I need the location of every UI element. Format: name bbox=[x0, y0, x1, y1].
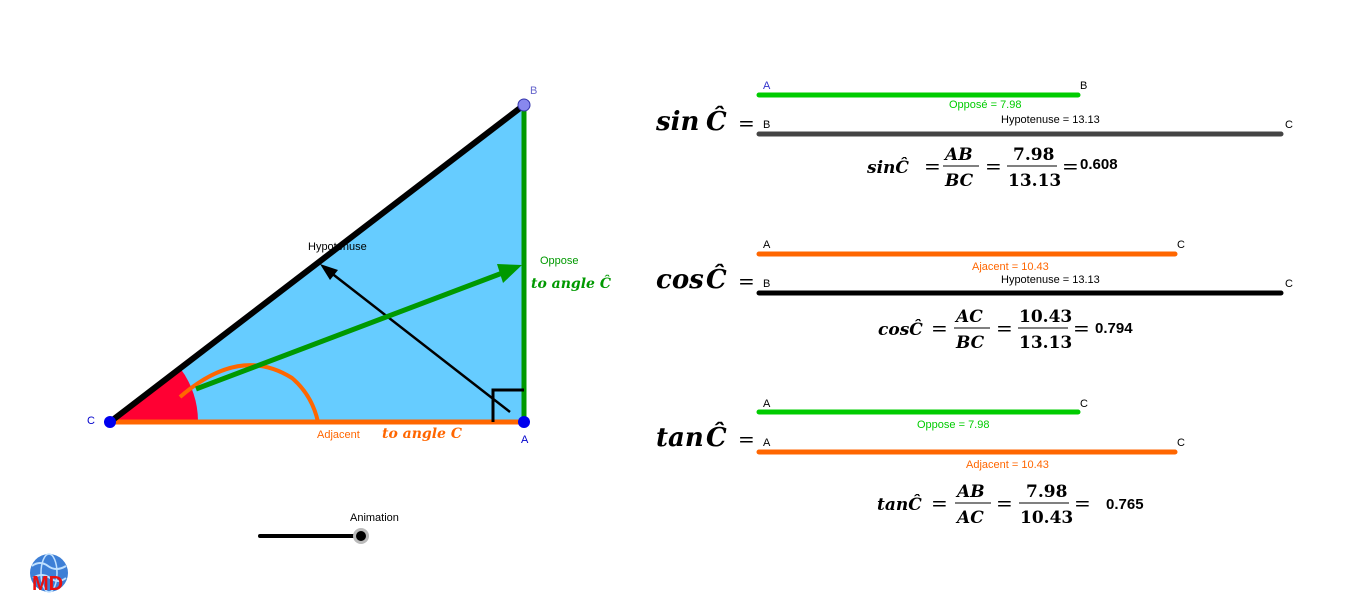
cos-heading-eq: = bbox=[738, 269, 755, 293]
cos-seg2-end: C bbox=[1285, 278, 1293, 290]
cos-seg2-start: B bbox=[763, 278, 770, 290]
tan-heading-eq: = bbox=[738, 427, 755, 451]
point-c[interactable] bbox=[104, 416, 116, 428]
sin-formula-den: BC bbox=[944, 171, 974, 191]
md-logo-icon: MD bbox=[30, 553, 68, 595]
cos-seg1-end: C bbox=[1177, 239, 1185, 251]
sin-seg1-label: Opposé = 7.98 bbox=[949, 99, 1021, 111]
right-angle-marker bbox=[491, 388, 524, 422]
tan-formula-eq1: = bbox=[931, 491, 948, 515]
tan-formula-den: AC bbox=[955, 508, 984, 528]
sin-result: 0.608 bbox=[1080, 156, 1118, 173]
cos-formula-num: AC bbox=[954, 307, 983, 327]
sin-formula-vnum: 7.98 bbox=[1013, 145, 1054, 165]
cos-formula-eq3: = bbox=[1073, 316, 1090, 340]
sin-formula-eq2: = bbox=[985, 154, 1002, 178]
animation-slider-handle[interactable] bbox=[356, 531, 366, 541]
cos-formula-den: BC bbox=[955, 333, 985, 353]
point-a[interactable] bbox=[518, 416, 530, 428]
sin-formula-vden: 13.13 bbox=[1008, 171, 1061, 191]
tan-seg1-start: A bbox=[763, 398, 771, 410]
sin-seg2-label: Hypotenuse = 13.13 bbox=[1001, 114, 1100, 126]
sin-formula-num: AB bbox=[943, 145, 973, 165]
hypotenuse-arrowhead bbox=[320, 264, 338, 280]
tan-formula-vden: 10.43 bbox=[1020, 508, 1073, 528]
sin-formula-fn: sinĈ bbox=[866, 157, 909, 178]
animation-label: Animation bbox=[350, 512, 399, 524]
sin-heading-eq: = bbox=[738, 111, 755, 135]
cos-heading-var: Ĉ bbox=[706, 263, 727, 295]
cos-formula-eq1: = bbox=[931, 316, 948, 340]
tan-seg1-end: C bbox=[1080, 398, 1088, 410]
adjacent-angle-label: to angle C bbox=[382, 426, 462, 442]
tan-seg2-end: C bbox=[1177, 437, 1185, 449]
hypotenuse-side bbox=[108, 102, 526, 425]
adjacent-label: Adjacent bbox=[317, 429, 360, 441]
sin-formula-eq1: = bbox=[924, 154, 941, 178]
oppose-label: Oppose bbox=[540, 255, 579, 267]
oppose-arrow bbox=[195, 269, 506, 392]
sin-seg1-end: B bbox=[1080, 80, 1087, 92]
hypotenuse-arrow bbox=[329, 271, 511, 413]
tan-formula-num: AB bbox=[955, 482, 985, 502]
tan-heading-fn: tan bbox=[656, 423, 704, 453]
vertex-b-label: B bbox=[530, 85, 537, 97]
cos-seg1-label: Ajacent = 10.43 bbox=[972, 261, 1049, 273]
hypotenuse-label: Hypotenuse bbox=[308, 241, 367, 253]
tan-formula-vnum: 7.98 bbox=[1026, 482, 1067, 502]
oppose-angle-label: to angle Ĉ bbox=[531, 274, 611, 292]
vertex-c-label: C bbox=[87, 415, 95, 427]
vertex-a-label: A bbox=[521, 434, 529, 446]
sin-heading-fn: sin bbox=[655, 107, 699, 137]
adjacent-arc bbox=[178, 363, 320, 423]
sin-seg2-end: C bbox=[1285, 119, 1293, 131]
cos-formula-vnum: 10.43 bbox=[1019, 307, 1072, 327]
sin-heading-var: Ĉ bbox=[706, 105, 727, 137]
sin-seg2-start: B bbox=[763, 119, 770, 131]
cos-formula-fn: cosĈ bbox=[878, 319, 923, 340]
point-b[interactable] bbox=[517, 98, 531, 112]
tan-formula-eq3: = bbox=[1074, 491, 1091, 515]
tan-seg2-label: Adjacent = 10.43 bbox=[966, 459, 1049, 471]
tan-heading-var: Ĉ bbox=[706, 421, 727, 453]
cos-heading-fn: cos bbox=[656, 265, 704, 295]
cos-result: 0.794 bbox=[1095, 320, 1133, 337]
md-logo-text: MD bbox=[32, 573, 63, 595]
sin-seg1-start: A bbox=[763, 80, 771, 92]
tan-formula-fn: tanĈ bbox=[877, 494, 922, 515]
cos-seg2-label: Hypotenuse = 13.13 bbox=[1001, 274, 1100, 286]
cos-formula-vden: 13.13 bbox=[1019, 333, 1072, 353]
sin-formula-eq3: = bbox=[1062, 154, 1079, 178]
tan-seg1-label: Oppose = 7.98 bbox=[917, 419, 989, 431]
cos-formula-eq2: = bbox=[996, 316, 1013, 340]
oppose-arrowhead bbox=[497, 264, 522, 283]
tan-result: 0.765 bbox=[1106, 496, 1144, 513]
cos-seg1-start: A bbox=[763, 239, 771, 251]
tan-seg2-start: A bbox=[763, 437, 771, 449]
tan-formula-eq2: = bbox=[996, 491, 1013, 515]
